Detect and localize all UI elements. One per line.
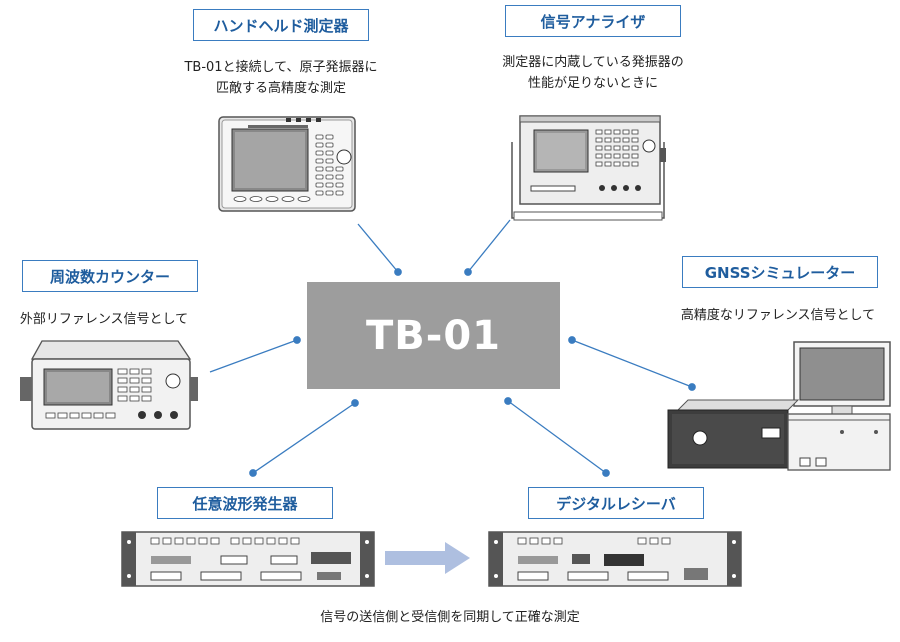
label-digital-receiver-text: デジタルレシーバ	[556, 494, 676, 513]
label-signal-analyzer: 信号アナライザ	[505, 5, 681, 37]
gnss-simulator-icon	[667, 341, 891, 471]
connector-handheld	[357, 223, 399, 273]
connector-frequency-counter	[209, 339, 298, 373]
connector-dot-receiver	[602, 469, 610, 477]
connector-dot-receiver-center	[504, 397, 512, 405]
label-handheld: ハンドヘルド測定器	[193, 9, 369, 41]
handheld-analyzer-icon	[218, 116, 356, 212]
label-gnss-simulator-text: GNSSシミュレーター	[704, 263, 856, 282]
caption-signal-analyzer: 測定器に内蔵している発振器の 性能が足りないときに	[450, 52, 736, 94]
label-frequency-counter: 周波数カウンター	[22, 260, 198, 292]
signal-analyzer-icon	[511, 115, 666, 221]
digital-receiver-rack-icon	[488, 531, 742, 587]
label-digital-receiver: デジタルレシーバ	[528, 487, 704, 519]
connector-dot-signal-analyzer	[464, 268, 472, 276]
caption-handheld-line-2: 匹敵する高精度な測定	[215, 81, 346, 96]
bottom-caption: 信号の送信側と受信側を同期して正確な測定	[210, 607, 690, 628]
label-handheld-text: ハンドヘルド測定器	[213, 16, 349, 35]
awg-rack-icon	[121, 531, 375, 587]
connector-dot-awg-center	[351, 399, 359, 407]
label-awg-text: 任意波形発生器	[192, 494, 298, 513]
caption-signal-analyzer-line-1: 測定器に内蔵している発振器の	[502, 55, 684, 70]
label-signal-analyzer-text: 信号アナライザ	[540, 12, 646, 31]
caption-frequency-counter: 外部リファレンス信号として	[0, 309, 208, 330]
label-gnss-simulator: GNSSシミュレーター	[682, 256, 878, 288]
connector-dot-gnss-center	[568, 336, 576, 344]
caption-gnss-simulator: 高精度なリファレンス信号として	[660, 305, 896, 326]
connector-dot-gnss	[688, 383, 696, 391]
connector-dot-frequency-counter	[293, 336, 301, 344]
caption-signal-analyzer-line-2: 性能が足りないときに	[527, 76, 658, 91]
tb01-center-box: TB-01	[307, 282, 560, 389]
connector-gnss	[571, 339, 693, 388]
caption-frequency-counter-line-1: 外部リファレンス信号として	[19, 312, 189, 327]
connector-dot-awg	[249, 469, 257, 477]
caption-handheld-line-1: TB-01と接続して、原子発振器に	[184, 60, 378, 75]
sync-arrow	[385, 542, 470, 574]
label-awg: 任意波形発生器	[157, 487, 333, 519]
tb01-label: TB-01	[365, 312, 502, 359]
connector-signal-analyzer	[467, 219, 511, 273]
caption-gnss-simulator-line-1: 高精度なリファレンス信号として	[680, 308, 876, 323]
caption-handheld: TB-01と接続して、原子発振器に 匹敵する高精度な測定	[140, 57, 422, 99]
connector-dot-handheld	[394, 268, 402, 276]
connector-awg	[252, 402, 356, 474]
label-frequency-counter-text: 周波数カウンター	[49, 267, 170, 286]
bottom-caption-text: 信号の送信側と受信側を同期して正確な測定	[320, 610, 580, 625]
frequency-counter-icon	[20, 340, 198, 430]
connector-receiver	[507, 400, 607, 474]
